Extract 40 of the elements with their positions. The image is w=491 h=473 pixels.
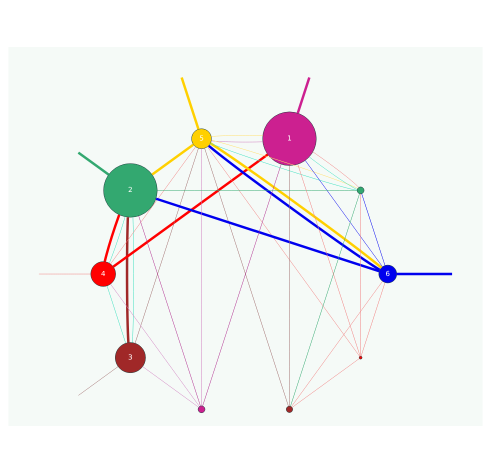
connector bbox=[360, 282, 386, 356]
node-circle bbox=[286, 406, 293, 413]
connector bbox=[110, 146, 196, 264]
connector bbox=[305, 160, 383, 267]
connector bbox=[396, 272, 452, 276]
connector bbox=[207, 146, 360, 357]
connector bbox=[291, 281, 383, 407]
connector bbox=[211, 140, 264, 142]
connector bbox=[201, 148, 202, 406]
connector bbox=[142, 366, 199, 408]
connector bbox=[132, 216, 134, 343]
connector bbox=[180, 77, 200, 130]
connector bbox=[157, 190, 358, 191]
connector bbox=[106, 286, 126, 344]
connector bbox=[202, 164, 282, 406]
connector bbox=[361, 194, 386, 266]
connector bbox=[360, 194, 361, 356]
connector bbox=[308, 156, 358, 190]
connector bbox=[112, 154, 268, 268]
node-circle bbox=[356, 186, 364, 194]
connector bbox=[211, 135, 264, 137]
connector bbox=[289, 165, 290, 406]
node-circle bbox=[198, 406, 206, 414]
connector bbox=[104, 214, 120, 262]
connector bbox=[312, 152, 359, 188]
connector bbox=[290, 194, 360, 406]
connector bbox=[296, 77, 311, 114]
connector bbox=[138, 216, 201, 406]
connector bbox=[126, 217, 130, 343]
connector bbox=[292, 358, 360, 408]
connector bbox=[109, 216, 126, 264]
connector bbox=[298, 164, 360, 356]
connector bbox=[78, 152, 110, 176]
connector bbox=[152, 144, 194, 176]
node-circle bbox=[358, 356, 362, 360]
connector bbox=[156, 198, 380, 272]
connector bbox=[204, 148, 289, 406]
connector bbox=[78, 366, 118, 396]
connector bbox=[134, 148, 199, 344]
connector bbox=[110, 284, 200, 407]
